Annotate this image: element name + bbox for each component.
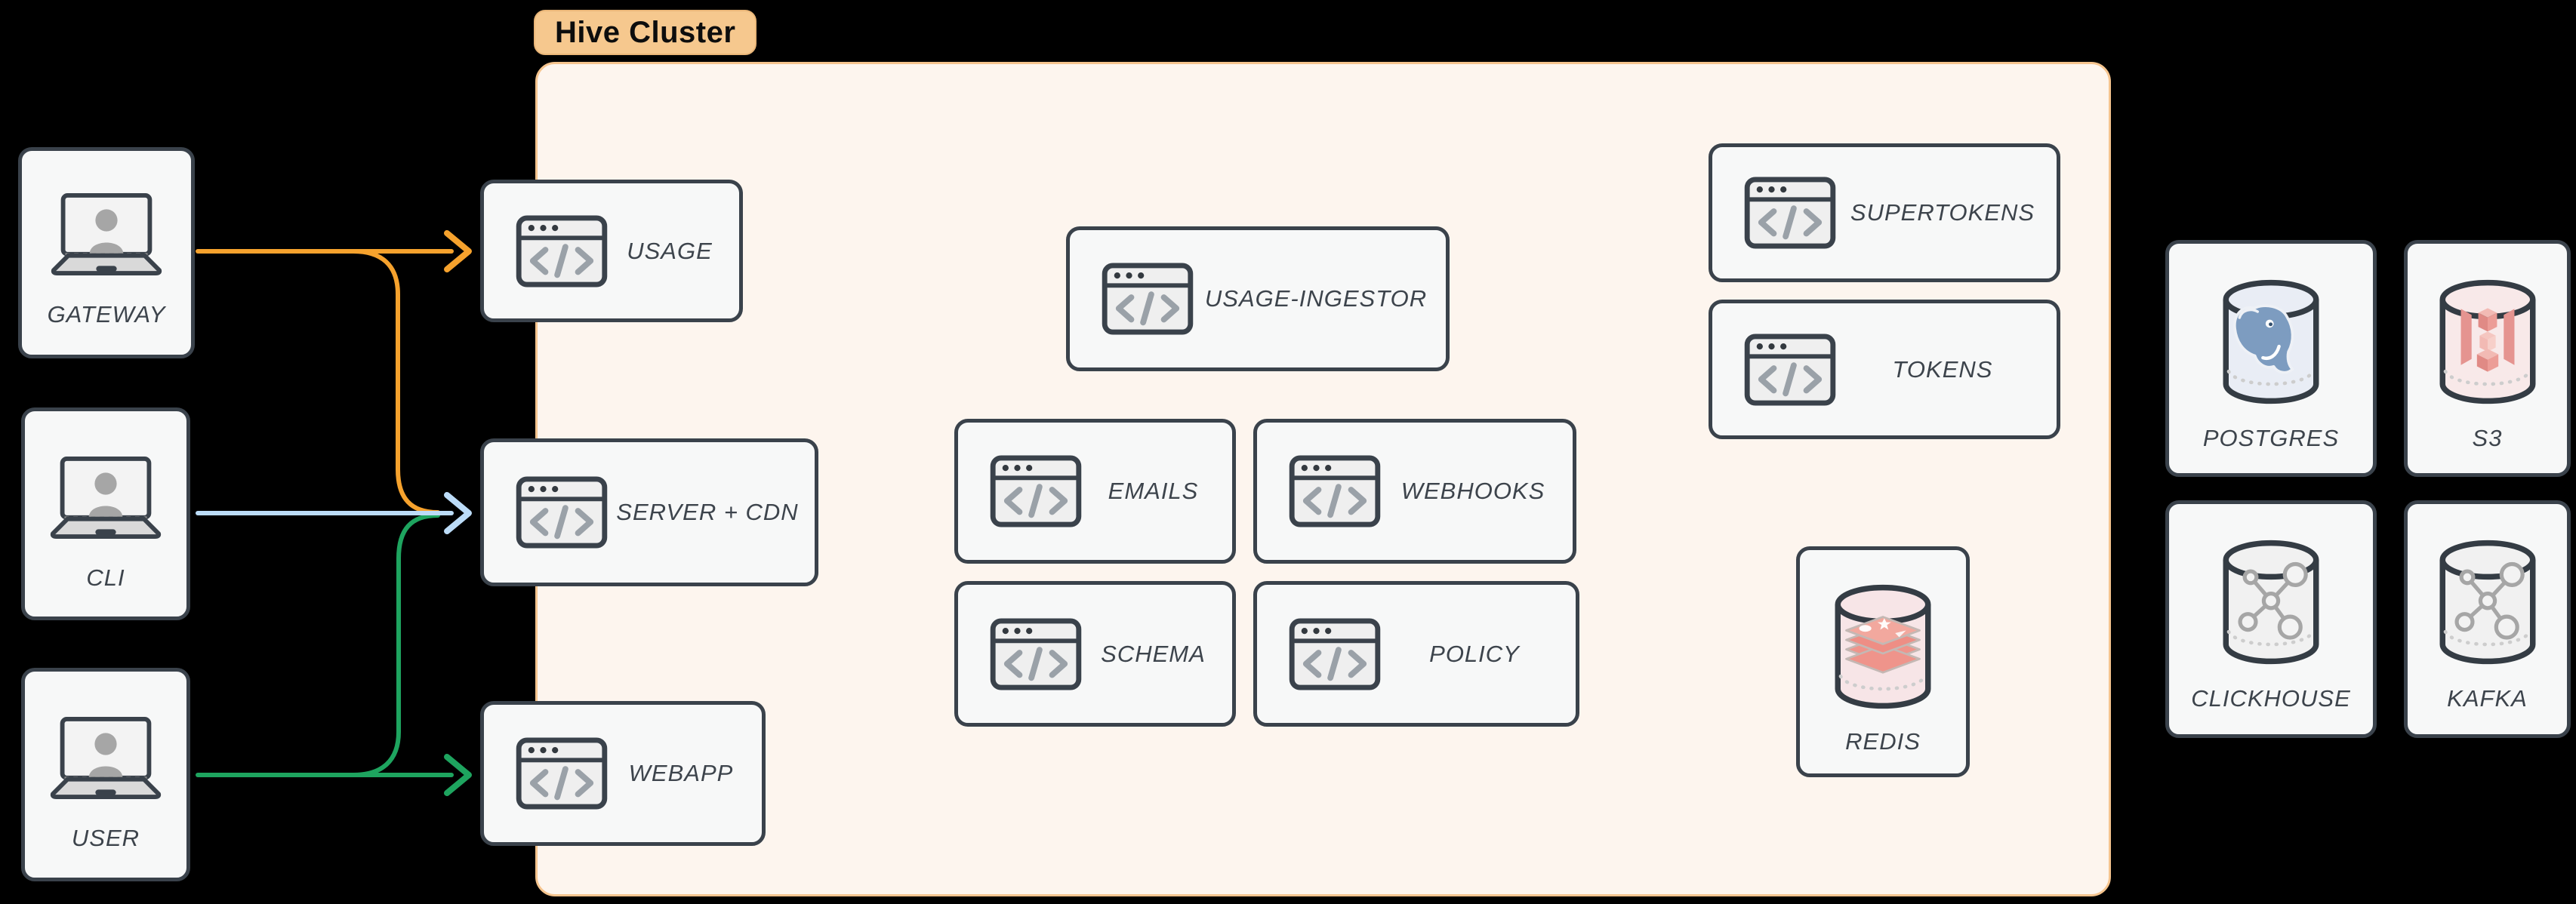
node-label: CLICKHOUSE	[2191, 685, 2351, 712]
node-redis: REDIS	[1796, 546, 1970, 777]
node-label: USAGE-INGESTOR	[1204, 285, 1428, 312]
node-label: SERVER + CDN	[616, 499, 799, 525]
code-window-icon	[516, 737, 608, 810]
code-window-icon	[990, 455, 1082, 527]
hive-cluster-label: Hive Cluster	[534, 10, 757, 55]
node-label: CLI	[86, 564, 125, 591]
node-tokens: TOKENS	[1709, 300, 2060, 439]
s3-database-icon	[2435, 278, 2541, 405]
node-label: TOKENS	[1892, 355, 1993, 383]
node-label: WEBAPP	[628, 760, 734, 786]
node-webhooks: WEBHOOKS	[1253, 419, 1576, 564]
arrowhead-webapp	[444, 754, 472, 796]
clickhouse-database-icon	[2218, 539, 2324, 666]
code-window-icon	[1289, 455, 1381, 527]
hive-cluster-label-text: Hive Cluster	[555, 15, 736, 49]
node-postgres: POSTGRES	[2165, 240, 2377, 477]
laptop-user-icon	[47, 717, 165, 799]
node-webapp: WEBAPP	[480, 701, 766, 846]
kafka-database-icon	[2435, 539, 2541, 666]
node-cli: CLI	[21, 407, 190, 620]
code-window-icon	[1289, 618, 1381, 690]
laptop-user-icon	[48, 193, 165, 275]
node-usage: USAGE	[480, 180, 743, 322]
node-s3: S3	[2404, 240, 2571, 477]
node-user: USER	[21, 668, 190, 881]
node-supertokens: SUPERTOKENS	[1709, 143, 2060, 282]
edge-user-to-server-cdn	[351, 513, 440, 777]
code-window-icon	[1744, 177, 1836, 249]
node-label: USER	[71, 825, 140, 851]
node-label: POSTGRES	[2202, 425, 2340, 451]
arrowhead-usage	[444, 230, 472, 272]
laptop-user-icon	[47, 457, 165, 539]
code-window-icon	[990, 618, 1082, 690]
node-label: REDIS	[1845, 728, 1921, 755]
edge-gateway-to-server-cdn	[351, 249, 440, 515]
node-label: EMAILS	[1108, 478, 1199, 504]
code-window-icon	[1102, 263, 1194, 335]
node-clickhouse: CLICKHOUSE	[2165, 500, 2377, 738]
node-label: GATEWAY	[47, 301, 166, 327]
node-usage-ingestor: USAGE-INGESTOR	[1066, 226, 1450, 371]
node-emails: EMAILS	[954, 419, 1236, 564]
node-label: KAFKA	[2447, 685, 2528, 712]
node-server-cdn: SERVER + CDN	[480, 438, 818, 586]
postgres-database-icon	[2218, 278, 2324, 405]
node-label: WEBHOOKS	[1400, 478, 1545, 504]
node-label: SCHEMA	[1101, 640, 1206, 667]
node-label: POLICY	[1429, 640, 1520, 667]
code-window-icon	[1744, 334, 1836, 406]
node-label: SUPERTOKENS	[1850, 199, 2035, 226]
arrowhead-server-cdn	[444, 492, 472, 534]
node-label: USAGE	[627, 237, 713, 264]
node-policy: POLICY	[1253, 581, 1579, 727]
code-window-icon	[516, 476, 608, 549]
node-schema: SCHEMA	[954, 581, 1236, 727]
node-gateway: GATEWAY	[18, 147, 195, 358]
code-window-icon	[516, 215, 608, 287]
node-kafka: KAFKA	[2404, 500, 2571, 738]
node-label: S3	[2472, 425, 2503, 451]
redis-database-icon	[1830, 583, 1936, 710]
